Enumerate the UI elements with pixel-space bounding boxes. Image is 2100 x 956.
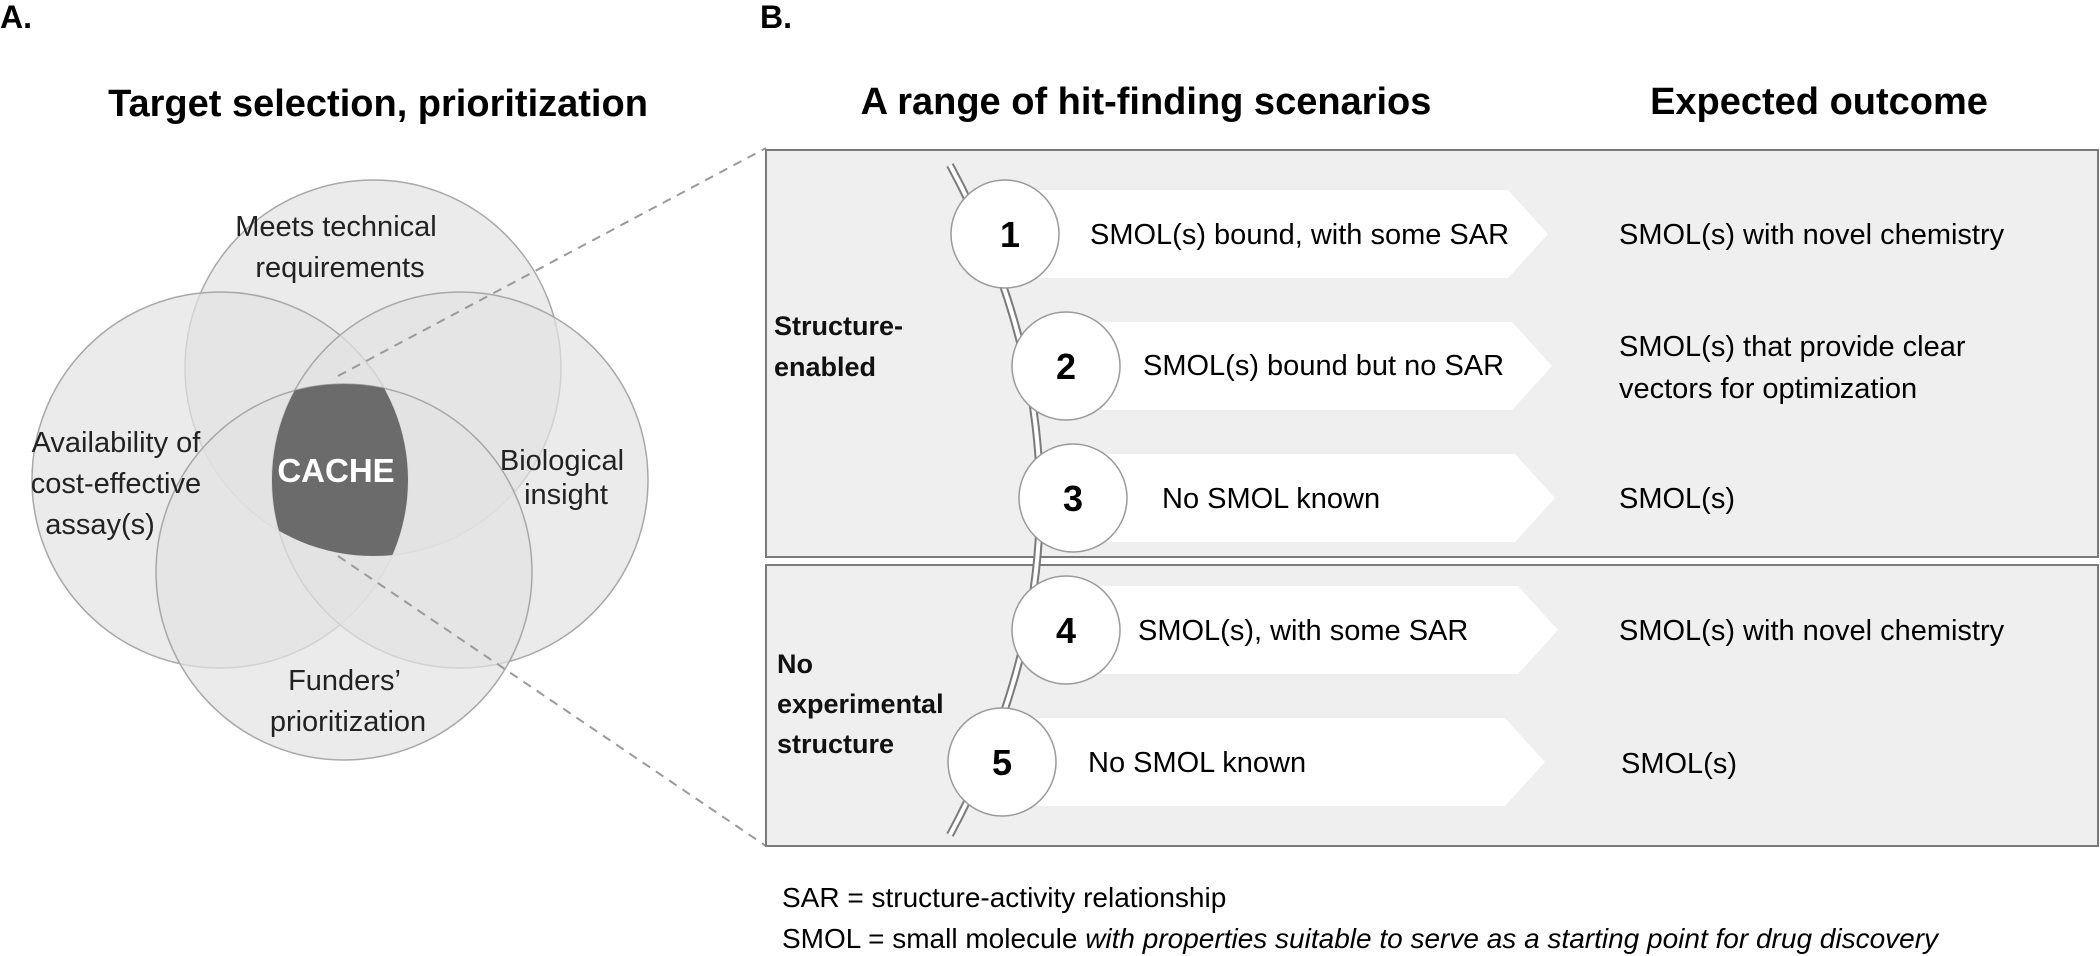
outcome-4: SMOL(s) with novel chemistry (1619, 615, 2005, 647)
panel-b-outcome-title: Expected outcome (1650, 81, 1988, 123)
scenario-text-3: No SMOL known (1162, 483, 1380, 515)
scenario-text-5: No SMOL known (1088, 747, 1306, 779)
scenario-arrow-2 (1066, 322, 1552, 410)
panel-b-scenarios-title: A range of hit-finding scenarios (861, 81, 1432, 123)
scenario-arrow-1 (1000, 190, 1548, 278)
venn-label-technical: Meets technical requirements (235, 211, 445, 284)
scenario-circle-1 (950, 179, 1060, 289)
footnote-sar: SAR = structure-activity relationship (782, 882, 1226, 913)
scenario-number-4: 4 (1056, 610, 1076, 651)
panel-a-title: Target selection, prioritization (108, 83, 648, 125)
venn-label-assay: Availability of cost-effective assay(s) (31, 427, 209, 541)
scenario-circle-4 (1011, 575, 1121, 685)
venn-diagram: Meets technical requirements Availabilit… (31, 179, 649, 761)
scenario-arrow-4 (1066, 586, 1558, 674)
scenario-number-5: 5 (992, 742, 1012, 783)
group-label-no-structure: No experimental structure (777, 649, 951, 759)
panel-a-letter: A. (0, 0, 32, 35)
footnote-smol: SMOL = small molecule with properties su… (782, 923, 1940, 954)
venn-label-biology: Biological insight (500, 445, 632, 511)
outcome-5: SMOL(s) (1621, 748, 1737, 780)
scenario-circle-3 (1018, 443, 1128, 553)
scenario-text-1: SMOL(s) bound, with some SAR (1090, 219, 1509, 251)
venn-label-funders: Funders’ prioritization (270, 665, 426, 738)
scenario-text-4: SMOL(s), with some SAR (1138, 615, 1468, 647)
group-label-structure-enabled: Structure- enabled (774, 311, 911, 382)
scenario-arrow-3 (1072, 454, 1555, 542)
panel-b-letter: B. (760, 0, 792, 35)
scenario-number-3: 3 (1063, 478, 1083, 519)
cache-label: CACHE (277, 452, 394, 489)
scenario-circle-2 (1011, 311, 1121, 421)
scenario-text-2: SMOL(s) bound but no SAR (1143, 350, 1504, 382)
scenario-number-1: 1 (1000, 214, 1020, 255)
zoom-line-bottom (337, 555, 767, 847)
outcome-1: SMOL(s) with novel chemistry (1619, 219, 2005, 251)
zoom-line-top (337, 147, 767, 377)
footnote-smol-italic: with properties suitable to serve as a s… (1085, 923, 1940, 954)
footnote-smol-prefix: SMOL = small molecule (782, 923, 1085, 954)
outcome-3: SMOL(s) (1619, 483, 1735, 515)
scenario-circle-5 (947, 707, 1057, 817)
outcome-2: SMOL(s) that provide clear vectors for o… (1619, 331, 1974, 405)
scenario-arrow-5 (1000, 718, 1545, 806)
scenario-number-2: 2 (1056, 346, 1076, 387)
